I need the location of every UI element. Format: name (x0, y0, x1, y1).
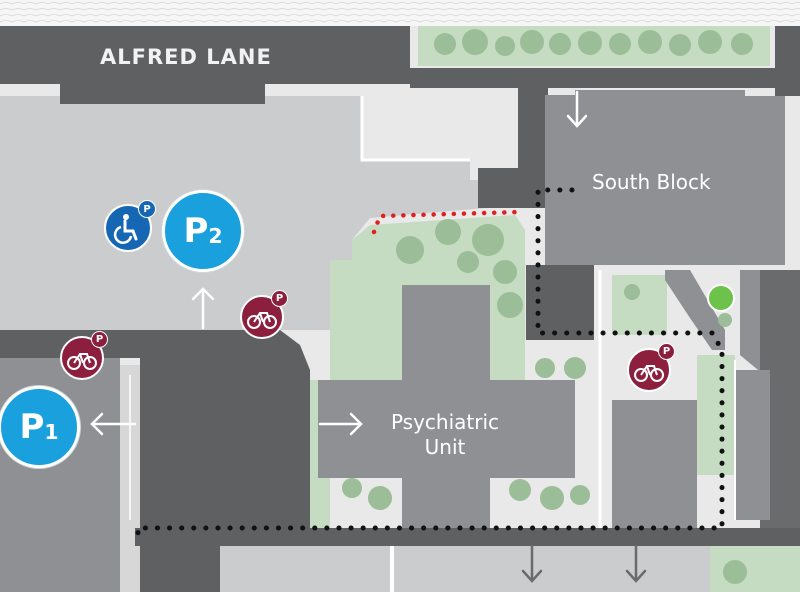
parking-p1-number: 1 (44, 420, 59, 445)
wheelchair-icon (113, 214, 138, 244)
road-alfred-lane (0, 26, 410, 84)
direction-arrow-icon (90, 412, 137, 436)
green-dot-marker-icon (707, 284, 735, 312)
walking-route-red (371, 209, 523, 235)
road-label-alfred-lane: ALFRED LANE (100, 45, 272, 69)
walking-route-black (135, 187, 725, 538)
bicycle-parking-icon[interactable]: P (627, 343, 675, 392)
direction-arrow-icon (318, 412, 363, 436)
bicycle-parking-p: P (271, 290, 288, 307)
carpark-p2 (0, 96, 520, 330)
direction-arrow-icon (566, 90, 588, 128)
parking-p2-letter: P (183, 211, 209, 251)
bicycle-icon (67, 353, 97, 370)
accessible-parking-p: P (138, 200, 156, 218)
bicycle-parking-p: P (658, 343, 675, 360)
parking-p2-number: 2 (208, 224, 223, 249)
building-label-south-block: South Block (592, 170, 711, 194)
bicycle-parking-icon[interactable]: P (240, 290, 288, 339)
bicycle-parking-p: P (91, 331, 108, 348)
bicycle-icon (247, 312, 277, 329)
direction-arrow-icon (625, 544, 647, 583)
accessible-parking-icon[interactable]: P (104, 200, 156, 252)
bicycle-icon (634, 365, 664, 382)
road-south (135, 528, 800, 546)
building-east-small (612, 400, 697, 540)
map-edge-hatch (0, 0, 800, 26)
direction-arrow-icon (521, 544, 543, 583)
building-psychiatric-unit (318, 285, 575, 540)
bicycle-parking-icon[interactable]: P (60, 331, 108, 380)
building-south-block (545, 90, 785, 265)
building-label-psychiatric-unit: Psychiatric Unit (390, 410, 500, 459)
direction-arrow-icon (191, 287, 215, 330)
parking-p1-letter: P (19, 407, 45, 447)
